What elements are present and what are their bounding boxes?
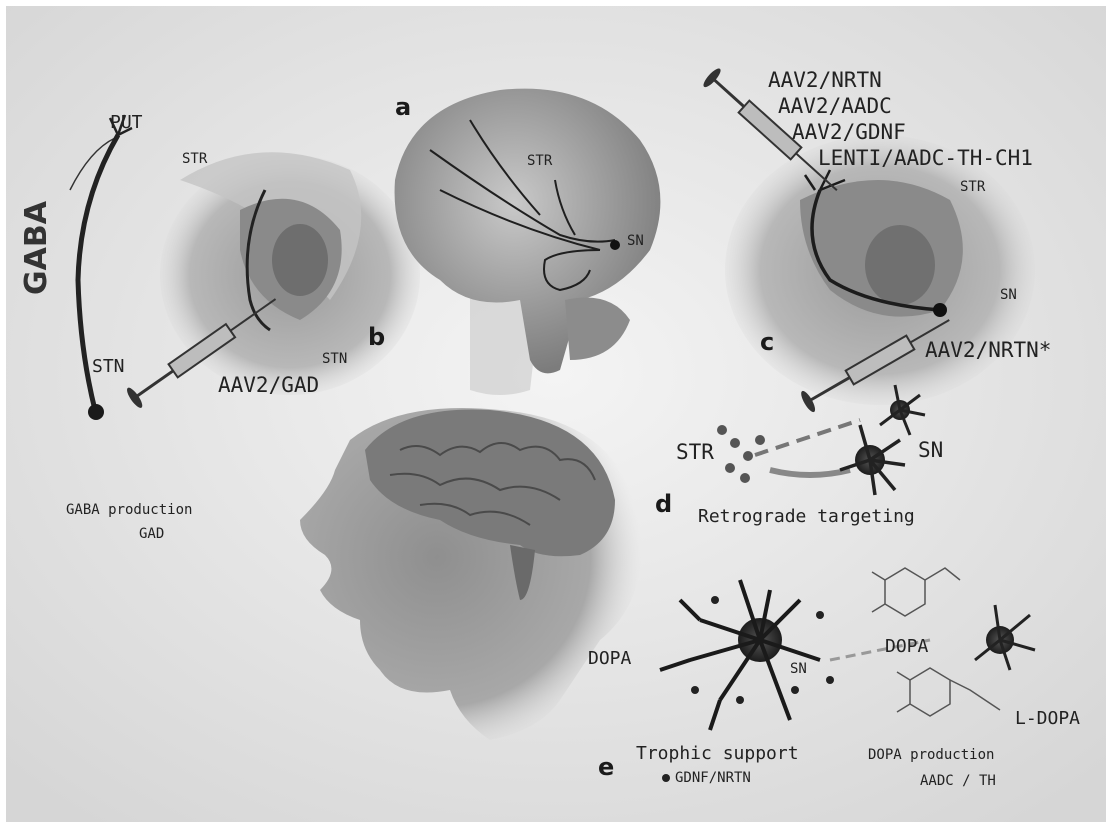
panel-label-d: d	[655, 492, 672, 516]
vector-label-gdnf: AAV2/GDNF	[792, 122, 906, 143]
aadc-th-caption: AADC / TH	[920, 774, 996, 788]
dopa-label-left: DOPA	[588, 650, 631, 668]
vector-particle	[743, 451, 753, 461]
trophic-particle	[711, 596, 719, 604]
panel-label-b: b	[368, 325, 385, 349]
sn-label-c: SN	[1000, 288, 1017, 302]
sn-label-d: SN	[918, 440, 943, 461]
gaba-label: GABA	[22, 201, 52, 295]
trophic-particle	[791, 686, 799, 694]
str-label-c: STR	[960, 180, 985, 194]
str-label-d: STR	[676, 442, 714, 463]
vector-particle	[717, 425, 727, 435]
dopa-production-caption: DOPA production	[868, 748, 994, 762]
vector-label-aadc: AAV2/AADC	[778, 96, 892, 117]
trophic-support-caption: Trophic support	[636, 745, 799, 763]
gaba-production-caption: GABA production	[66, 503, 192, 517]
vector-label-gad: AAV2/GAD	[218, 375, 319, 396]
trophic-particle	[736, 696, 744, 704]
gdnf-bullet	[662, 774, 670, 782]
dopa-label-right: DOPA	[885, 638, 928, 656]
stn-label-inner: STN	[322, 352, 347, 366]
gdnf-nrtn-caption: GDNF/NRTN	[675, 771, 751, 785]
put-label: PUT	[110, 114, 143, 132]
stn-terminal	[88, 404, 104, 420]
str-label-b: STR	[182, 152, 207, 166]
vector-label-nrtn: AAV2/NRTN	[768, 70, 882, 91]
sn-terminal-right	[933, 303, 947, 317]
trophic-particle	[816, 611, 824, 619]
panel-label-e: e	[598, 755, 614, 779]
sn-node	[610, 240, 620, 250]
vector-label-nrtn-sn: AAV2/NRTN*	[925, 340, 1051, 361]
retrograde-caption: Retrograde targeting	[698, 508, 915, 526]
panel-label-c: c	[760, 330, 774, 354]
vector-particle	[740, 473, 750, 483]
ldopa-label: L-DOPA	[1015, 710, 1080, 728]
vector-particle	[730, 438, 740, 448]
vector-particle	[755, 435, 765, 445]
trophic-particle	[691, 686, 699, 694]
trophic-particle	[826, 676, 834, 684]
sn-label-a: SN	[627, 234, 644, 248]
str-label-a: STR	[527, 154, 552, 168]
globus-pallidus-left	[272, 224, 328, 296]
globus-pallidus-right	[865, 225, 935, 305]
gad-caption: GAD	[139, 527, 164, 541]
panel-label-a: a	[395, 95, 411, 119]
vector-label-lenti: LENTI/AADC-TH-CH1	[818, 148, 1033, 169]
sn-label-e: SN	[790, 662, 807, 676]
stn-label-left: STN	[92, 358, 125, 376]
vector-particle	[725, 463, 735, 473]
